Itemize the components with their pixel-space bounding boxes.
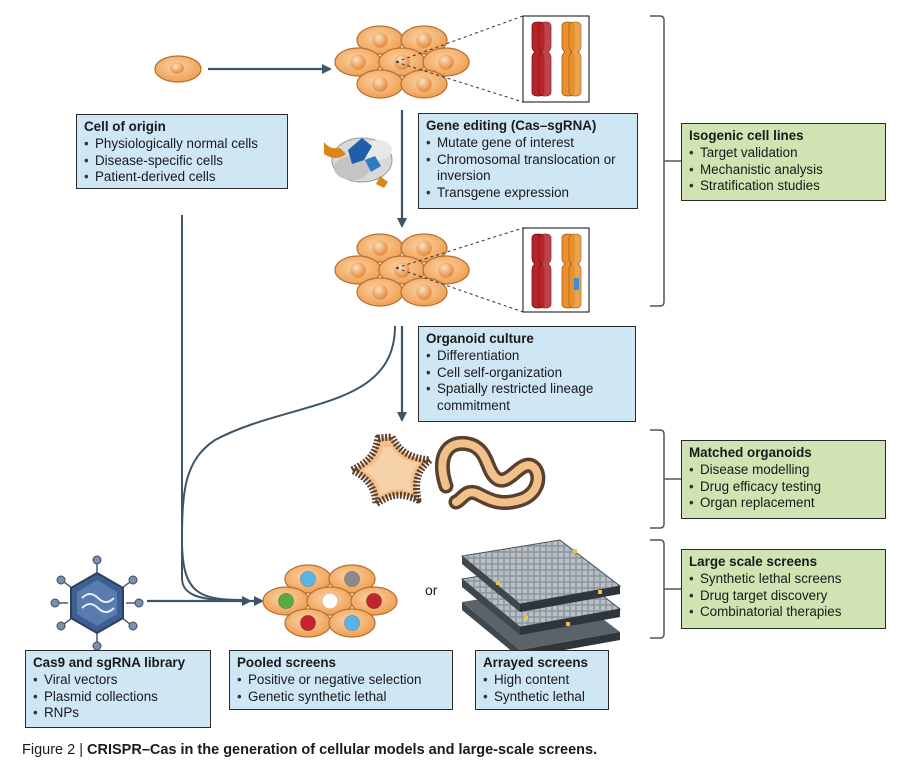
nucleus-icon: [299, 570, 317, 588]
list-item: Positive or negative selection: [237, 672, 445, 689]
list-item: Organ replacement: [689, 495, 878, 512]
pooled-cells-icon: [262, 564, 398, 638]
cell-of-origin-title: Cell of origin: [84, 119, 166, 134]
viral-vector-icon: [50, 555, 144, 651]
isogenic-title: Isogenic cell lines: [689, 128, 804, 143]
star-organoid-icon: [348, 433, 434, 508]
single-cell-icon: [154, 55, 202, 83]
matched-organoids-box: Matched organoids Disease modelling Drug…: [681, 440, 886, 519]
nucleus-icon: [299, 614, 317, 632]
list-item: RNPs: [33, 705, 203, 722]
nucleus-icon: [416, 76, 432, 92]
nucleus-icon: [372, 76, 388, 92]
list-item: Genetic synthetic lethal: [237, 689, 445, 706]
gene-editing-box: Gene editing (Cas–sgRNA) Mutate gene of …: [418, 113, 638, 209]
chromosome-panel-edited-icon: [522, 227, 590, 313]
list-item: Synthetic lethal screens: [689, 571, 878, 588]
list-item: Chromosomal translocation or inversion: [426, 152, 630, 186]
tube-organoid-icon: [434, 435, 546, 510]
arrayed-screens-title: Arrayed screens: [483, 655, 588, 670]
cell-of-origin-box: Cell of origin Physiologically normal ce…: [76, 114, 288, 189]
zoom-lines-top: [395, 15, 524, 103]
organoid-culture-title: Organoid culture: [426, 331, 534, 346]
or-label: or: [425, 582, 438, 598]
list-item: Drug efficacy testing: [689, 479, 878, 496]
nucleus-icon: [438, 54, 454, 70]
list-item: Cell self-organization: [426, 365, 628, 382]
nucleus-icon: [416, 284, 432, 300]
list-item: Mutate gene of interest: [426, 135, 630, 152]
list-item: Stratification studies: [689, 178, 878, 195]
zoom-lines-middle: [395, 227, 524, 313]
line-origin-to-pooled: [181, 215, 246, 602]
nucleus-icon: [372, 32, 388, 48]
pooled-screens-box: Pooled screens Positive or negative sele…: [229, 650, 453, 710]
curve-cluster-to-pooled: [180, 325, 396, 601]
nucleus-icon: [350, 54, 366, 70]
list-item: Combinatorial therapies: [689, 604, 878, 621]
list-item: Spatially restricted lineage commitment: [426, 381, 628, 415]
list-item: Mechanistic analysis: [689, 162, 878, 179]
bracket-screens: [650, 539, 681, 639]
large-scale-screens-box: Large scale screens Synthetic lethal scr…: [681, 549, 886, 629]
cell-cluster-edited-icon: [334, 233, 470, 307]
cas9-library-title: Cas9 and sgRNA library: [33, 655, 186, 670]
nucleus-icon: [416, 32, 432, 48]
cas9-protein-icon: [324, 137, 393, 188]
list-item: Synthetic lethal: [483, 689, 601, 706]
nucleus-icon: [343, 614, 361, 632]
nucleus-icon: [438, 262, 454, 278]
arrayed-plates-icon: [460, 539, 622, 658]
gene-editing-title: Gene editing (Cas–sgRNA): [426, 118, 597, 133]
nucleus-icon: [416, 240, 432, 256]
nucleus-icon: [343, 570, 361, 588]
nucleus-icon: [372, 284, 388, 300]
list-item: Physiologically normal cells: [84, 136, 280, 153]
figure-caption: Figure 2 | CRISPR–Cas in the generation …: [22, 742, 597, 758]
large-scale-title: Large scale screens: [689, 554, 818, 569]
caption-prefix: Figure 2 |: [22, 742, 88, 758]
list-item: Disease modelling: [689, 462, 878, 479]
bracket-isogenic: [650, 15, 681, 307]
caption-title: CRISPR–Cas in the generation of cellular…: [87, 742, 598, 758]
list-item: Viral vectors: [33, 672, 203, 689]
matched-organoids-title: Matched organoids: [689, 445, 812, 460]
pooled-screens-title: Pooled screens: [237, 655, 336, 670]
list-item: Target validation: [689, 145, 878, 162]
nucleus-icon: [321, 592, 339, 610]
cas9-library-box: Cas9 and sgRNA library Viral vectors Pla…: [25, 650, 211, 728]
isogenic-cell-lines-box: Isogenic cell lines Target validation Me…: [681, 123, 886, 201]
nucleus-icon: [277, 592, 295, 610]
list-item: Patient-derived cells: [84, 169, 280, 186]
list-item: Drug target discovery: [689, 588, 878, 605]
chromosome-panel-top-icon: [522, 15, 590, 103]
bracket-organoids: [650, 429, 681, 529]
nucleus-icon: [350, 262, 366, 278]
list-item: Plasmid collections: [33, 689, 203, 706]
organoid-culture-box: Organoid culture Differentiation Cell se…: [418, 326, 636, 422]
nucleus-icon: [365, 592, 383, 610]
list-item: Transgene expression: [426, 185, 630, 202]
nucleus-icon: [394, 54, 410, 70]
arrayed-screens-box: Arrayed screens High content Synthetic l…: [475, 650, 609, 710]
list-item: Disease-specific cells: [84, 153, 280, 170]
nucleus-icon: [372, 240, 388, 256]
list-item: High content: [483, 672, 601, 689]
cell-cluster-top-icon: [334, 25, 470, 99]
list-item: Differentiation: [426, 348, 628, 365]
